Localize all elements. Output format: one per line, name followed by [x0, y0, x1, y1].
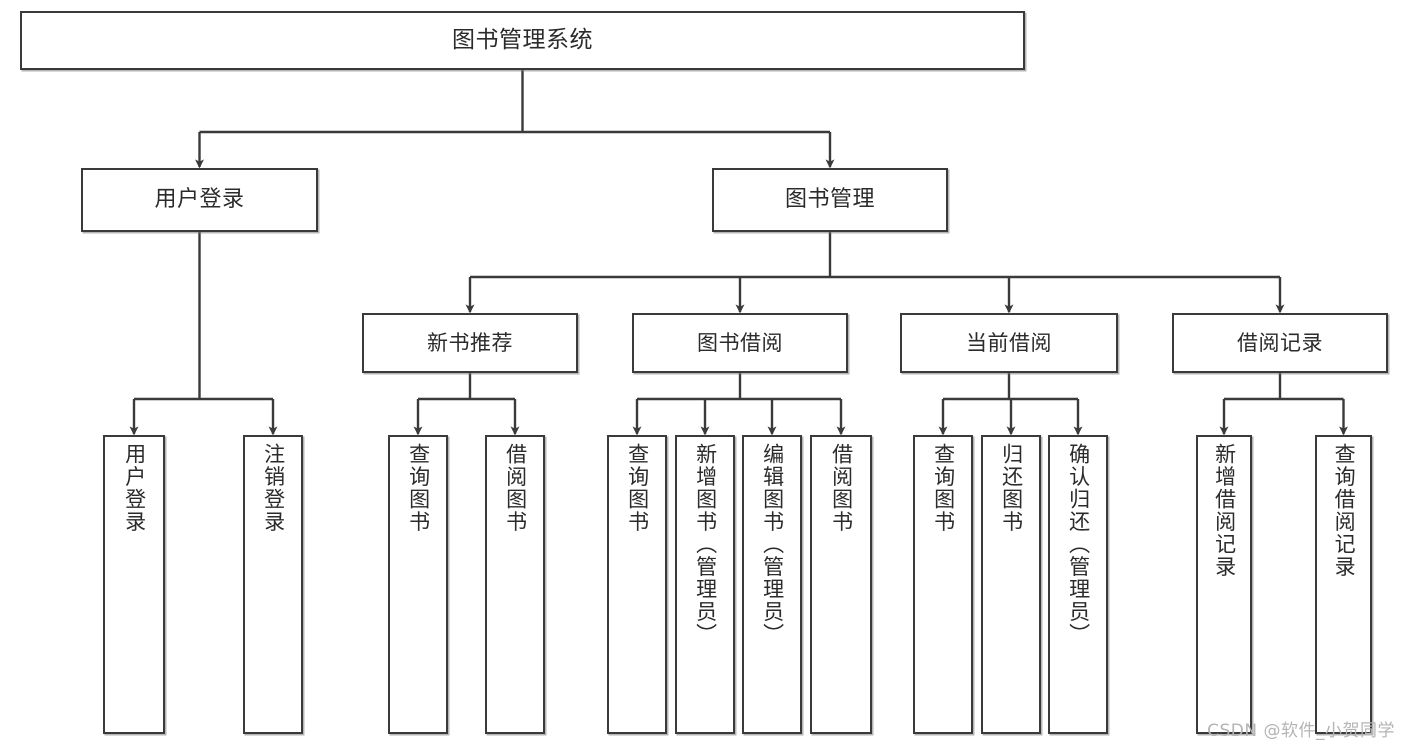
node-new-book-recommend[interactable]: 新书推荐 — [362, 313, 578, 373]
node-leaf-add-book[interactable]: 新增图书（管理员） — [675, 435, 735, 734]
node-leaf-borrow-book-1[interactable]: 借阅图书 — [485, 435, 545, 734]
node-current-borrow[interactable]: 当前借阅 — [900, 313, 1118, 373]
node-leaf-borrow-book-2-label: 借阅图书 — [829, 443, 854, 533]
node-leaf-user-login-label: 用户登录 — [122, 443, 147, 533]
node-leaf-borrow-book-1-label: 借阅图书 — [503, 443, 528, 533]
node-leaf-query-record-label: 查询借阅记录 — [1332, 443, 1357, 578]
node-leaf-query-book-3-label: 查询图书 — [931, 443, 956, 533]
node-leaf-user-login[interactable]: 用户登录 — [103, 435, 165, 734]
node-leaf-confirm-return-label: 确认归还（管理员） — [1066, 443, 1091, 646]
node-leaf-query-book-1-label: 查询图书 — [406, 443, 431, 533]
node-leaf-edit-book[interactable]: 编辑图书（管理员） — [742, 435, 802, 734]
node-root-label: 图书管理系统 — [452, 26, 593, 53]
node-leaf-query-book-2-label: 查询图书 — [625, 443, 650, 533]
node-user-login-label: 用户登录 — [154, 187, 245, 213]
node-leaf-logout-label: 注销登录 — [261, 443, 286, 533]
node-leaf-query-book-2[interactable]: 查询图书 — [607, 435, 667, 734]
node-current-borrow-label: 当前借阅 — [966, 330, 1052, 355]
node-new-book-recommend-label: 新书推荐 — [427, 330, 513, 355]
node-leaf-logout[interactable]: 注销登录 — [243, 435, 303, 734]
node-book-borrow-label: 图书借阅 — [697, 330, 783, 355]
node-leaf-add-record-label: 新增借阅记录 — [1212, 443, 1237, 578]
node-leaf-query-record[interactable]: 查询借阅记录 — [1315, 435, 1372, 734]
node-book-manage[interactable]: 图书管理 — [712, 168, 948, 232]
node-leaf-query-book-1[interactable]: 查询图书 — [388, 435, 448, 734]
node-leaf-return-book-label: 归还图书 — [999, 443, 1024, 533]
node-leaf-add-book-label: 新增图书（管理员） — [693, 443, 718, 646]
node-leaf-return-book[interactable]: 归还图书 — [981, 435, 1041, 734]
node-book-borrow[interactable]: 图书借阅 — [632, 313, 848, 373]
node-leaf-confirm-return[interactable]: 确认归还（管理员） — [1048, 435, 1108, 734]
node-leaf-edit-book-label: 编辑图书（管理员） — [760, 443, 785, 646]
csdn-watermark: CSDN @软件_小贺同学 — [1207, 721, 1395, 741]
node-borrow-record-label: 借阅记录 — [1237, 330, 1323, 355]
node-leaf-query-book-3[interactable]: 查询图书 — [913, 435, 973, 734]
node-book-manage-label: 图书管理 — [784, 187, 875, 213]
node-leaf-borrow-book-2[interactable]: 借阅图书 — [810, 435, 872, 734]
node-root[interactable]: 图书管理系统 — [20, 11, 1025, 70]
node-user-login[interactable]: 用户登录 — [81, 168, 318, 232]
node-leaf-add-record[interactable]: 新增借阅记录 — [1196, 435, 1252, 734]
node-borrow-record[interactable]: 借阅记录 — [1172, 313, 1388, 373]
